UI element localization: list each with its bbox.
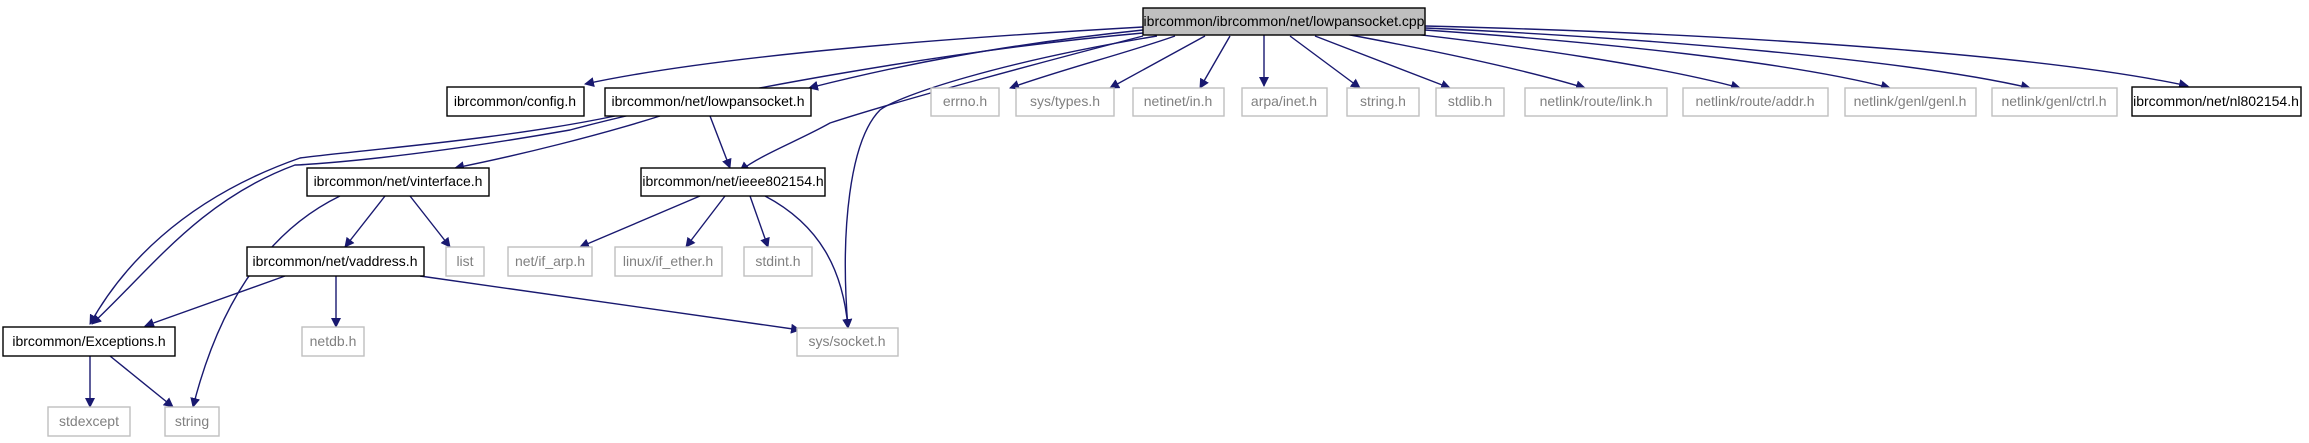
edge-root-syssocket (842, 35, 1158, 329)
node-vaddress[interactable]: ibrcommon/net/vaddress.h (246, 246, 425, 277)
edge-lowpansocket-ieee802154 (709, 115, 732, 169)
node-string-h[interactable]: string.h (1346, 87, 1420, 117)
edge-root-routeaddr (1394, 31, 1741, 91)
edge-root-genlctrl (1424, 27, 2031, 91)
edge-lowpansocket-exceptions (89, 115, 616, 325)
svg-text:netlink/genl/ctrl.h: netlink/genl/ctrl.h (2001, 93, 2106, 109)
node-ieee802154[interactable]: ibrcommon/net/ieee802154.h (640, 167, 826, 197)
svg-text:netlink/route/link.h: netlink/route/link.h (1540, 93, 1653, 109)
svg-text:netinet/in.h: netinet/in.h (1144, 93, 1213, 109)
node-vinterface[interactable]: ibrcommon/net/vinterface.h (306, 167, 490, 197)
svg-text:netlink/genl/genl.h: netlink/genl/genl.h (1854, 93, 1967, 109)
edge-vaddress-syssocket (419, 275, 801, 334)
edge-vinterface-list (409, 195, 451, 248)
node-root[interactable]: ibrcommon/ibrcommon/net/lowpansocket.cpp (1142, 7, 1426, 36)
edge-root-genlgenl (1424, 29, 1891, 91)
edge-root-stdlib (1314, 35, 1451, 90)
svg-text:string.h: string.h (1360, 93, 1406, 109)
node-config[interactable]: ibrcommon/config.h (446, 86, 585, 117)
svg-text:stdlib.h: stdlib.h (1448, 93, 1492, 109)
node-routelink[interactable]: netlink/route/link.h (1524, 87, 1668, 117)
svg-text:string: string (175, 413, 209, 429)
edge-root-config (584, 26, 1144, 88)
svg-text:ibrcommon/net/ieee802154.h: ibrcommon/net/ieee802154.h (642, 173, 823, 189)
svg-text:errno.h: errno.h (943, 93, 987, 109)
svg-text:netdb.h: netdb.h (310, 333, 357, 349)
svg-text:netlink/route/addr.h: netlink/route/addr.h (1695, 93, 1814, 109)
svg-text:sys/socket.h: sys/socket.h (808, 333, 885, 349)
node-string[interactable]: string (164, 406, 220, 437)
svg-text:ibrcommon/net/vinterface.h: ibrcommon/net/vinterface.h (314, 173, 483, 189)
edge-ieee802154-syssocket (764, 195, 853, 329)
node-list[interactable]: list (445, 246, 485, 277)
edge-root-lowpansocket (808, 29, 1144, 91)
node-nl802154[interactable]: ibrcommon/net/nl802154.h (2131, 86, 2302, 117)
svg-text:stdint.h: stdint.h (755, 253, 800, 269)
edge-root-netinetin (1199, 35, 1231, 89)
edge-ieee802154-stdint (749, 195, 770, 248)
edge-root-string-h (1289, 35, 1361, 89)
edge-vinterface-vaddress (344, 195, 386, 248)
node-syssocket[interactable]: sys/socket.h (796, 327, 899, 357)
svg-text:stdexcept: stdexcept (59, 413, 119, 429)
edge-root-nl802154 (1424, 25, 2189, 89)
svg-text:net/if_arp.h: net/if_arp.h (515, 253, 585, 269)
node-genlgenl[interactable]: netlink/genl/genl.h (1844, 87, 1977, 117)
edge-ieee802154-ifarp (579, 195, 701, 249)
edge-root-errno (1009, 35, 1176, 90)
node-netdb[interactable]: netdb.h (301, 326, 365, 357)
node-lowpansocket[interactable]: ibrcommon/net/lowpansocket.h (604, 87, 812, 117)
node-genlctrl[interactable]: netlink/genl/ctrl.h (1991, 87, 2118, 117)
svg-text:sys/types.h: sys/types.h (1030, 93, 1100, 109)
node-ifether[interactable]: linux/if_ether.h (614, 246, 723, 277)
edges (85, 25, 2189, 408)
svg-text:ibrcommon/config.h: ibrcommon/config.h (454, 93, 576, 109)
node-routeaddr[interactable]: netlink/route/addr.h (1682, 87, 1829, 117)
nodes: ibrcommon/ibrcommon/net/lowpansocket.cpp… (2, 7, 2302, 437)
node-netinetin[interactable]: netinet/in.h (1132, 87, 1225, 117)
svg-text:list: list (456, 253, 473, 269)
node-ifarp[interactable]: net/if_arp.h (507, 246, 593, 277)
node-errno[interactable]: errno.h (930, 87, 1000, 117)
svg-text:ibrcommon/ibrcommon/net/lowpan: ibrcommon/ibrcommon/net/lowpansocket.cpp (1144, 13, 1425, 29)
node-exceptions[interactable]: ibrcommon/Exceptions.h (2, 326, 176, 357)
edge-lowpansocket-vinterface (454, 115, 661, 172)
svg-text:ibrcommon/net/lowpansocket.h: ibrcommon/net/lowpansocket.h (612, 93, 805, 109)
edge-exceptions-string (109, 355, 174, 408)
svg-text:ibrcommon/net/nl802154.h: ibrcommon/net/nl802154.h (2133, 93, 2299, 109)
node-arpainet[interactable]: arpa/inet.h (1241, 87, 1328, 117)
node-stdint[interactable]: stdint.h (743, 246, 813, 277)
node-stdlib[interactable]: stdlib.h (1435, 87, 1505, 117)
edge-root-ieee802154 (739, 35, 1144, 172)
edge-root-exceptions (91, 32, 1144, 325)
node-systypes[interactable]: sys/types.h (1015, 87, 1115, 117)
edge-ieee802154-ifether (685, 195, 726, 248)
edge-vaddress-exceptions (144, 275, 286, 328)
svg-text:ibrcommon/net/vaddress.h: ibrcommon/net/vaddress.h (253, 253, 418, 269)
svg-text:ibrcommon/Exceptions.h: ibrcommon/Exceptions.h (12, 333, 165, 349)
svg-text:arpa/inet.h: arpa/inet.h (1251, 93, 1317, 109)
edge-root-routelink (1344, 33, 1586, 91)
svg-text:linux/if_ether.h: linux/if_ether.h (623, 253, 713, 269)
edge-root-systypes (1109, 35, 1206, 89)
node-stdexcept[interactable]: stdexcept (47, 406, 131, 437)
